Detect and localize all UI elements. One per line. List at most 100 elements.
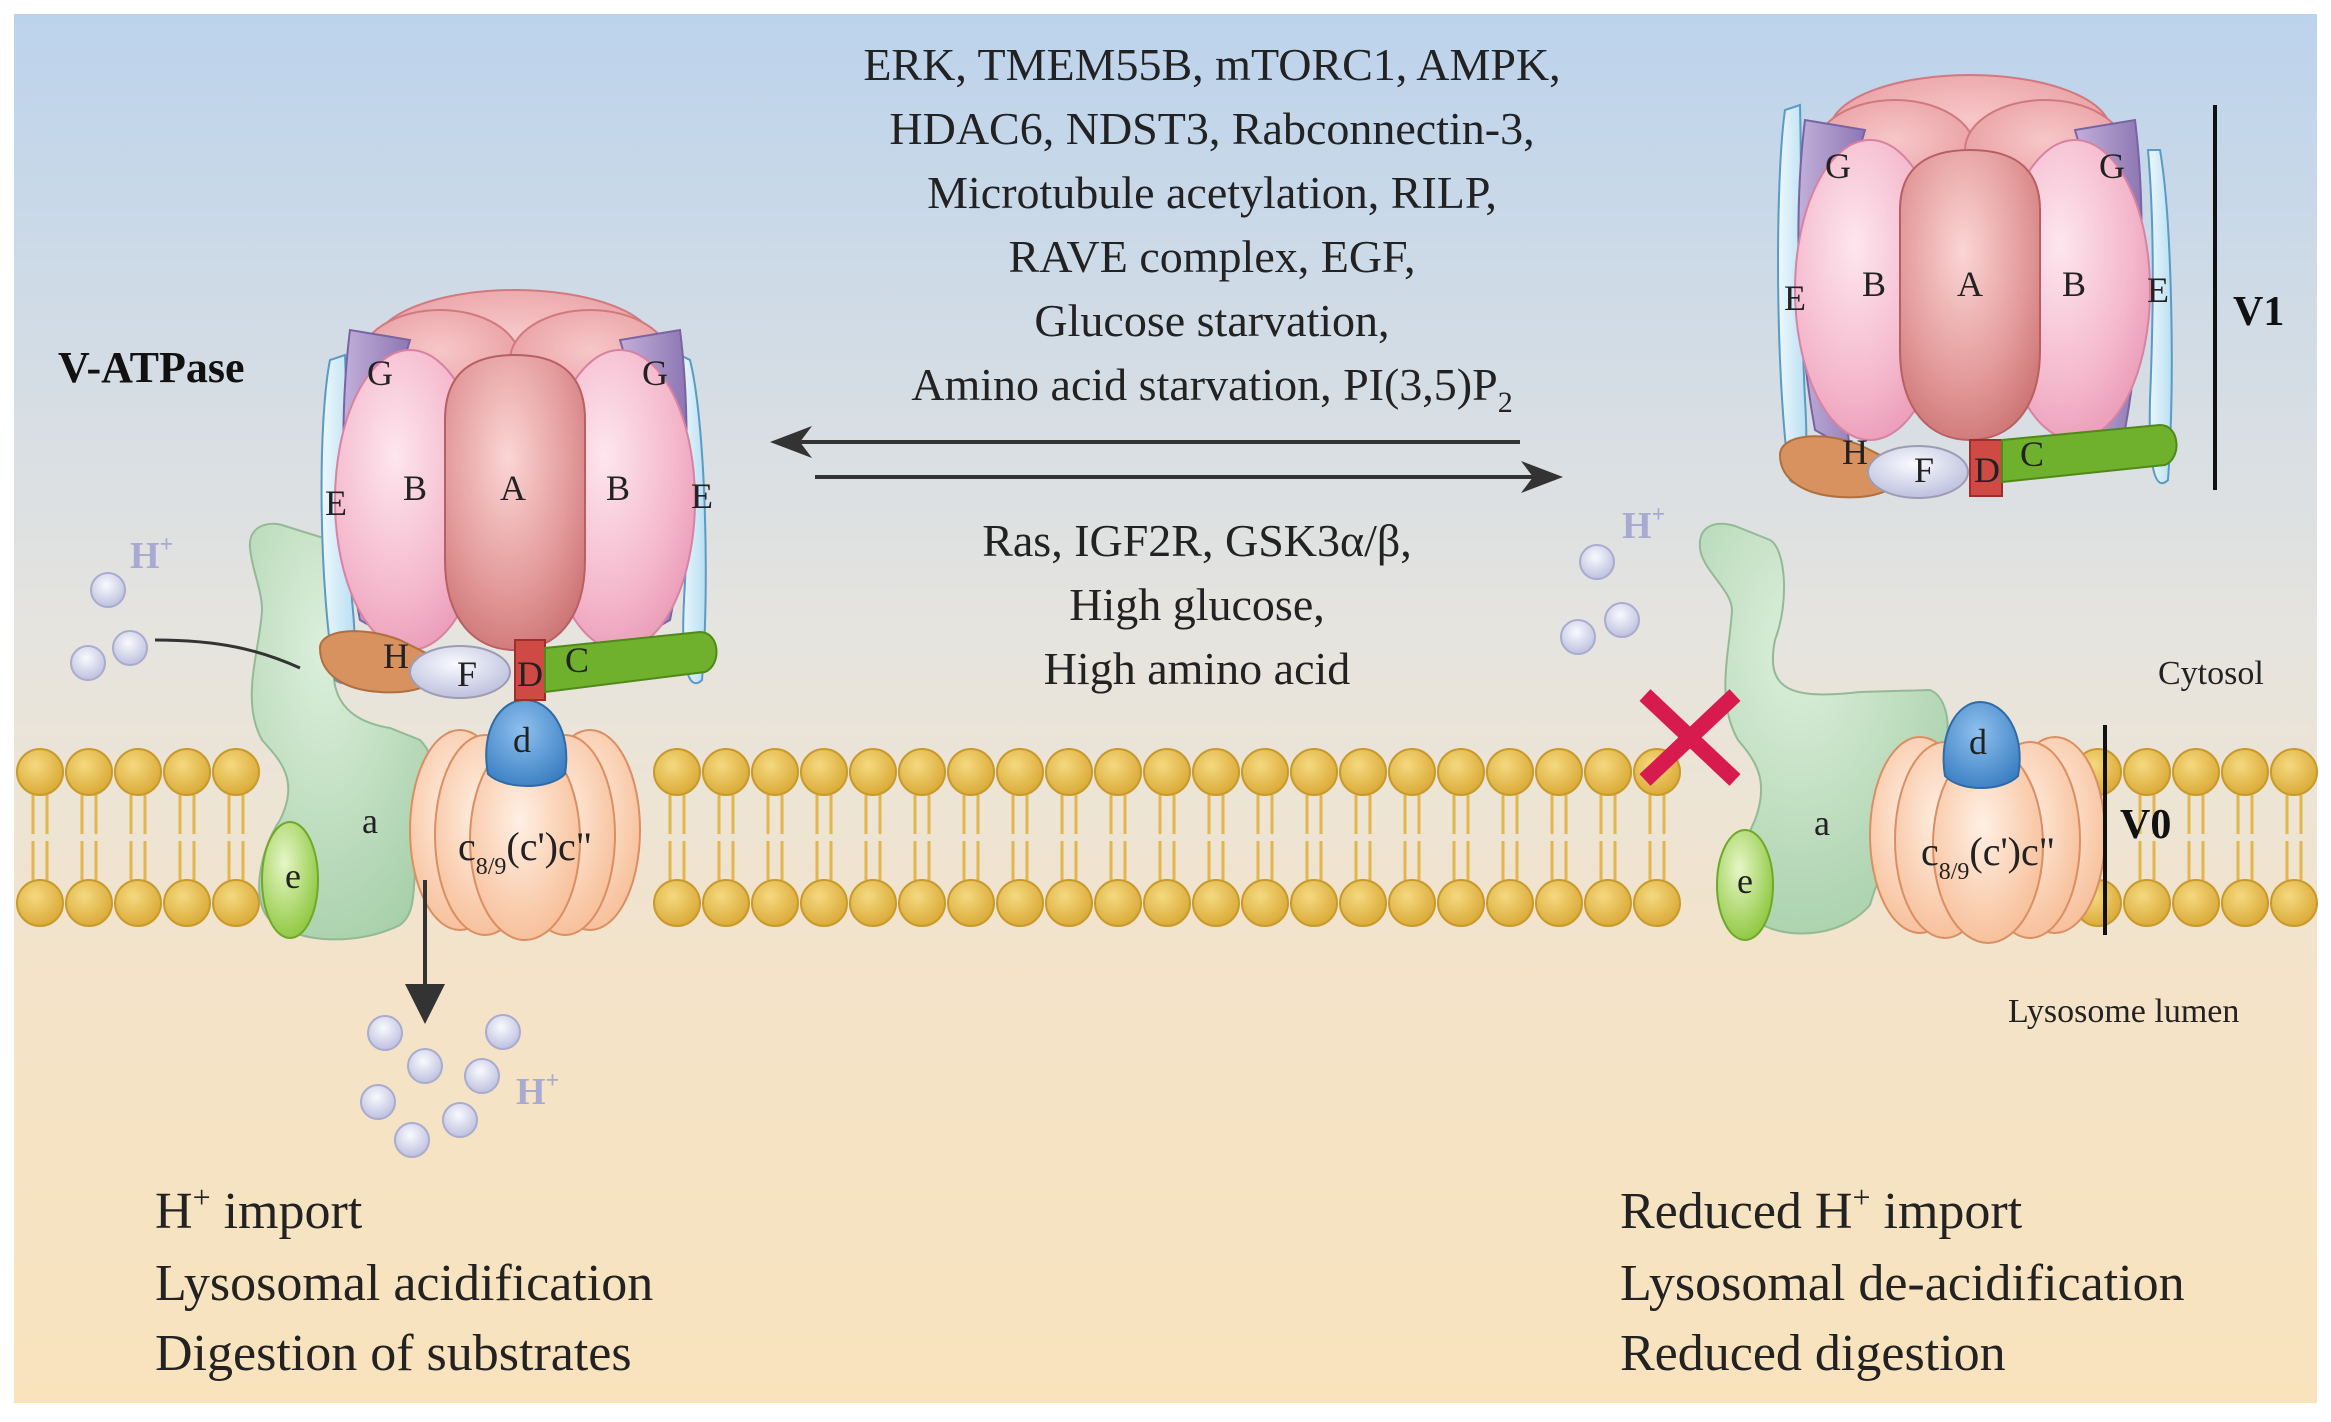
lipid-head <box>1192 879 1240 927</box>
disassembly-factor-line: Amino acid starvation, PI(3,5)P2 <box>911 359 1512 419</box>
lipid-head <box>1584 879 1632 927</box>
outcomes-assembled: H+ import Lysosomal acidification Digest… <box>155 1179 653 1382</box>
v-atpase-title: V-ATPase <box>58 343 245 392</box>
blocked-proton-transport-x <box>1639 689 1741 786</box>
proton-label: H+ <box>516 1068 559 1113</box>
lipid-head <box>996 748 1044 796</box>
lipid-head <box>1535 748 1583 796</box>
equilibrium-arrows <box>770 426 1563 493</box>
lipid-head <box>1584 748 1632 796</box>
lipid-head <box>702 748 750 796</box>
outcome-line: Digestion of substrates <box>155 1325 632 1382</box>
label-c-ring: c8/9(c')c" <box>458 824 592 880</box>
proton-ball <box>394 1122 430 1158</box>
lipid-head <box>1241 879 1289 927</box>
lipid-head <box>702 879 750 927</box>
lipid-head <box>1290 879 1338 927</box>
lipid-head <box>1339 879 1387 927</box>
label-g-right: G <box>642 353 668 393</box>
proton-ball <box>367 1015 403 1051</box>
lipid-head <box>2123 748 2171 796</box>
label-a-catalytic: A <box>1957 264 1983 304</box>
subunit-e-shape <box>261 821 319 939</box>
lipid-head <box>16 879 64 927</box>
label-g-left: G <box>367 353 393 393</box>
label-d: d <box>1969 722 1987 762</box>
label-b-right: B <box>606 468 630 508</box>
lipid-head <box>653 879 701 927</box>
label-e-left: E <box>1784 278 1806 318</box>
assembly-factor-line: High amino acid <box>1044 643 1351 694</box>
lipid-head <box>751 879 799 927</box>
lipid-head <box>1486 748 1534 796</box>
lipid-head <box>2221 748 2269 796</box>
label-g-left: G <box>1825 146 1851 186</box>
outcome-line: H+ import <box>155 1179 363 1240</box>
proton-ball <box>112 630 148 666</box>
dissociated-v0-domain <box>1698 522 2107 944</box>
outcome-line: Reduced digestion <box>1620 1325 2006 1382</box>
label-d-stalk: D <box>1974 450 2000 490</box>
lipid-head <box>1535 879 1583 927</box>
label-d-stalk: D <box>517 654 543 694</box>
disassembly-factor-line: RAVE complex, EGF, <box>1009 231 1416 282</box>
disassembly-last-line-text: Amino acid starvation, PI(3,5)P <box>911 359 1497 410</box>
proton-ball <box>1604 602 1640 638</box>
v1-domain-label: V1 <box>2233 289 2284 335</box>
label-a: a <box>362 801 378 841</box>
lipid-head <box>2172 879 2220 927</box>
disassembly-factor-line: HDAC6, NDST3, Rabconnectin-3, <box>889 103 1534 154</box>
lipid-head <box>849 879 897 927</box>
lipid-head <box>114 879 162 927</box>
lipid-head <box>898 879 946 927</box>
label-e-left: E <box>325 483 347 523</box>
label-f: F <box>1914 450 1934 490</box>
lipid-head <box>212 748 260 796</box>
label-a-catalytic: A <box>500 468 526 508</box>
label-a: a <box>1814 803 1830 843</box>
c-ring-shape <box>409 729 641 941</box>
lipid-head <box>1094 748 1142 796</box>
lipid-head <box>65 748 113 796</box>
lipid-head <box>1633 879 1681 927</box>
label-e-right: E <box>691 476 713 516</box>
subunit-f-shape <box>409 645 511 699</box>
subunit-c-shape <box>544 630 718 694</box>
label-b-right: B <box>2062 264 2086 304</box>
lipid-head <box>1388 879 1436 927</box>
lipid-head <box>1486 879 1534 927</box>
lipid-head <box>996 879 1044 927</box>
lipid-head <box>1241 748 1289 796</box>
proton-ball <box>1560 619 1596 655</box>
lipid-head <box>2172 748 2220 796</box>
disassembly-factor-line: Glucose starvation, <box>1034 295 1389 346</box>
lipid-head <box>751 748 799 796</box>
disassembly-factor-line: ERK, TMEM55B, mTORC1, AMPK, <box>863 39 1560 90</box>
proton-ball <box>485 1014 521 1050</box>
lipid-head <box>163 879 211 927</box>
subunit-a-catalytic <box>444 353 586 652</box>
assembled-v-atpase <box>154 289 718 1024</box>
lipid-head <box>898 748 946 796</box>
lipid-head <box>1339 748 1387 796</box>
disassembly-factors: ERK, TMEM55B, mTORC1, AMPK, HDAC6, NDST3… <box>863 39 1560 419</box>
dissociated-v1-domain <box>1777 74 2217 499</box>
lipid-head <box>800 748 848 796</box>
lipid-head <box>800 879 848 927</box>
proton-ball <box>70 645 106 681</box>
label-e: e <box>1737 861 1753 901</box>
outcomes-disassembled: Reduced H+ import Lysosomal de-acidifica… <box>1620 1179 2185 1382</box>
lipid-head <box>849 748 897 796</box>
assembly-factor-line: Ras, IGF2R, GSK3α/β, <box>982 515 1412 566</box>
proton-ball <box>442 1102 478 1138</box>
label-b-left: B <box>403 468 427 508</box>
lipid-head <box>16 748 64 796</box>
left-subunit-labels: G G E E B B A H F D C d a e c8/9(c')c" <box>285 353 713 896</box>
lysosome-membrane <box>16 748 2318 927</box>
lipid-head <box>1290 748 1338 796</box>
proton-label: H+ <box>130 532 173 577</box>
lipid-head <box>1045 748 1093 796</box>
label-c-ring: c8/9(c')c" <box>1921 829 2055 885</box>
